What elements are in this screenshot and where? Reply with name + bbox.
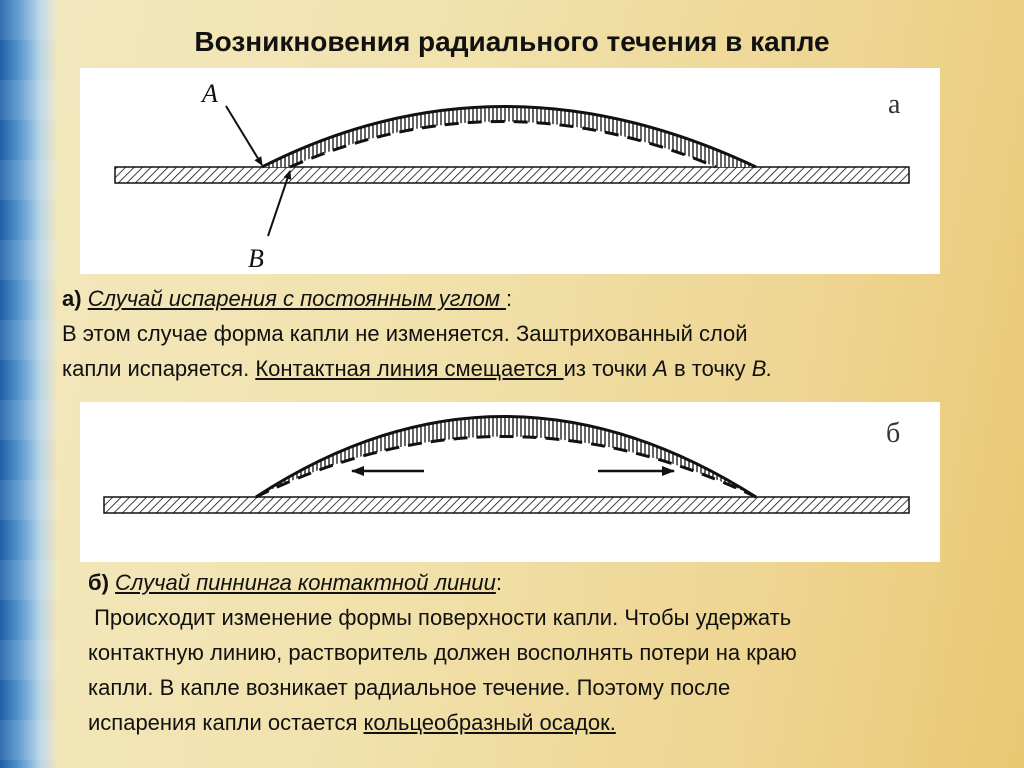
corner-label-b: б [886, 418, 900, 449]
drop-inner-surface-a [289, 120, 717, 169]
drop-outer-surface-a [261, 105, 757, 169]
case-a-prefix: а) [62, 286, 82, 311]
paragraph-b-line1: б) Случай пиннинга контактной линии: [88, 565, 1018, 600]
paragraph-b-line5: испарения капли остается кольцеобразный … [88, 705, 1018, 740]
arrow-A [225, 105, 263, 166]
substrate-b [103, 496, 910, 514]
substrate-a [114, 166, 910, 184]
case-a-title: Случай испарения с постоянным углом [87, 286, 507, 311]
paragraph-a: а) Случай испарения с постоянным углом :… [62, 281, 1012, 386]
case-b-prefix: б) [88, 570, 109, 595]
diagram-panel-a: A B а [80, 68, 940, 274]
arrow-B [267, 170, 292, 237]
contact-line-shifts-text: Контактная линия смещается [255, 356, 564, 381]
paragraph-b-line4: капли. В капле возникает радиальное тече… [88, 675, 731, 700]
case-b-colon: : [495, 570, 502, 595]
corner-label-a: а [888, 89, 901, 120]
paragraph-b-line3: контактную линию, растворитель должен во… [88, 640, 797, 665]
paragraph-a-line3-mid2: в точку [667, 356, 752, 381]
point-b-text: В. [751, 356, 773, 381]
paragraph-a-line1: а) Случай испарения с постоянным углом : [62, 281, 1012, 316]
case-a-colon: : [506, 286, 513, 311]
paragraph-a-line3: капли испаряется. Контактная линия смеща… [62, 351, 1012, 386]
diagram-a-svg: A B а [114, 79, 910, 273]
drop-outer-surface-b [255, 415, 757, 499]
point-a-text: А [653, 356, 668, 381]
decorative-side-strip [0, 0, 58, 768]
paragraph-a-line3-mid: из точки [563, 356, 654, 381]
label-B: B [248, 244, 264, 273]
drop-inner-surface-b [255, 435, 757, 499]
paragraph-a-line3-start: капли испаряется. [62, 356, 256, 381]
slide-title: Возникновения радиального течения в капл… [194, 26, 830, 57]
diagram-panel-b: б [80, 402, 940, 562]
case-b-title: Случай пиннинга контактной линии [115, 570, 496, 595]
paragraph-b-line2: Происходит изменение формы поверхности к… [88, 605, 792, 630]
paragraph-b-line5-start: испарения капли остается [88, 710, 364, 735]
ring-deposit-text: кольцеобразный осадок. [363, 710, 616, 735]
diagram-b-svg: б [103, 415, 910, 514]
paragraph-b: б) Случай пиннинга контактной линии: Про… [88, 565, 1018, 740]
label-A: A [200, 79, 218, 108]
paragraph-a-line2: В этом случае форма капли не изменяется.… [62, 321, 748, 346]
